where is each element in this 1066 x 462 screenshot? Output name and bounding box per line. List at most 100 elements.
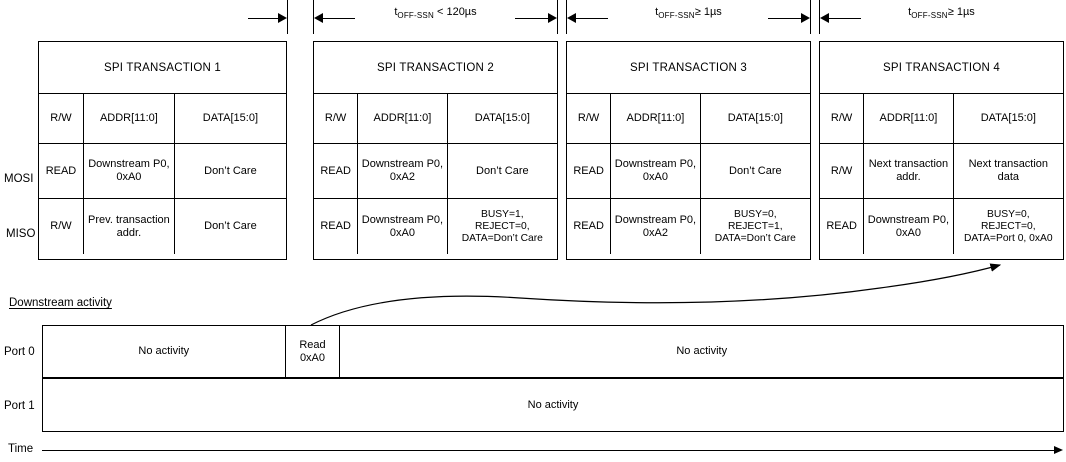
time-axis-line	[42, 450, 1055, 451]
port-1-row: No activity	[42, 378, 1064, 432]
timing-header: tOFF-SSN < 120µs tOFF-SSN≥ 1µs tOFF-SSN≥…	[0, 0, 1066, 38]
callout-arrow-path	[310, 263, 1002, 326]
column-header-data: DATA[15:0]	[474, 112, 530, 124]
column-header-data: DATA[15:0]	[980, 112, 1036, 124]
column-header-addr: ADDR[11:0]	[358, 94, 448, 143]
signal-label-mosi: MOSI	[4, 173, 34, 185]
miso-data-cell: BUSY=0, REJECT=0, DATA=Port 0, 0xA0	[964, 208, 1053, 244]
timing-label-3: tOFF-SSN≥ 1µs	[819, 6, 1064, 22]
mosi-row: R/W Next transaction addr. Next transact…	[820, 144, 1063, 199]
timing-tick-right	[810, 0, 811, 34]
transaction-title: SPI TRANSACTION 2	[314, 42, 557, 94]
mosi-rw-cell: READ	[39, 144, 84, 198]
timing-tick	[287, 0, 288, 34]
mosi-data-cell: Don’t Care	[204, 164, 257, 177]
timing-arrowhead-right	[278, 13, 287, 23]
transaction-title: SPI TRANSACTION 3	[567, 42, 810, 94]
transaction-title: SPI TRANSACTION 4	[820, 42, 1063, 94]
port-1-label: Port 1	[4, 400, 35, 412]
mosi-addr-cell: Downstream P0, 0xA0	[84, 144, 175, 198]
timing-label-2: tOFF-SSN≥ 1µs	[566, 6, 811, 22]
timing-gap-2: tOFF-SSN≥ 1µs	[566, 0, 811, 38]
timing-gap-0	[248, 0, 288, 38]
timing-arrow-line-a	[576, 18, 608, 19]
timing-arrow-line-a	[323, 18, 355, 19]
column-header-rw: R/W	[39, 94, 84, 143]
column-header-rw: R/W	[567, 94, 612, 143]
column-header-rw: R/W	[314, 94, 359, 143]
timing-arrowhead-right	[548, 13, 557, 23]
port-0-row: No activity Read 0xA0 No activity	[42, 325, 1064, 378]
miso-rw-cell: READ	[820, 199, 865, 254]
mosi-row: READ Downstream P0, 0xA0 Don’t Care	[39, 144, 286, 199]
miso-addr-cell: Downstream P0, 0xA0	[864, 199, 954, 254]
timing-tick-left	[313, 0, 314, 34]
spi-transaction-3: SPI TRANSACTION 3 R/W ADDR[11:0] DATA[15…	[566, 41, 811, 260]
port-1-segment-no-activity: No activity	[527, 398, 579, 411]
timing-label-cond: ≥ 1µs	[947, 6, 975, 18]
timing-label-t: t	[908, 6, 912, 18]
mosi-addr-cell: Downstream P0, 0xA2	[358, 144, 448, 198]
miso-addr-cell: Downstream P0, 0xA2	[611, 199, 701, 254]
miso-data-cell: Don’t Care	[204, 220, 257, 232]
timing-arrow-line-b	[515, 18, 549, 19]
column-header-data: DATA[15:0]	[202, 112, 259, 124]
timing-arrow-line-a	[829, 18, 861, 19]
spi-transaction-2: SPI TRANSACTION 2 R/W ADDR[11:0] DATA[15…	[313, 41, 558, 260]
miso-rw-cell: READ	[314, 199, 359, 254]
transaction-title: SPI TRANSACTION 1	[39, 42, 286, 94]
downstream-activity-title: Downstream activity	[9, 297, 112, 309]
miso-data-cell: BUSY=0, REJECT=1, DATA=Don’t Care	[714, 208, 796, 244]
mosi-data-cell: Don’t Care	[729, 164, 782, 177]
timing-arrowhead-right	[801, 13, 810, 23]
timing-arrow-line-b	[768, 18, 802, 19]
timing-label-t: t	[394, 6, 398, 18]
signal-label-miso: MISO	[6, 228, 36, 240]
miso-rw-cell: READ	[567, 199, 612, 254]
timing-label-subscript: OFF-SSN	[658, 11, 695, 21]
port-0-segment-read: Read 0xA0	[286, 326, 341, 377]
column-header-addr: ADDR[11:0]	[864, 94, 954, 143]
timing-gap-1: tOFF-SSN < 120µs	[313, 0, 558, 38]
column-header-row: R/W ADDR[11:0] DATA[15:0]	[314, 94, 557, 144]
time-axis-arrowhead	[1054, 446, 1063, 454]
mosi-row: READ Downstream P0, 0xA2 Don’t Care	[314, 144, 557, 199]
mosi-addr-cell: Next transaction addr.	[864, 144, 954, 198]
miso-row: READ Downstream P0, 0xA2 BUSY=0, REJECT=…	[567, 199, 810, 254]
mosi-rw-cell: R/W	[820, 144, 865, 198]
timing-label-subscript: OFF-SSN	[397, 11, 434, 21]
column-header-row: R/W ADDR[11:0] DATA[15:0]	[567, 94, 810, 144]
column-header-rw: R/W	[820, 94, 865, 143]
miso-addr-cell: Downstream P0, 0xA0	[358, 199, 448, 254]
mosi-row: READ Downstream P0, 0xA0 Don’t Care	[567, 144, 810, 199]
mosi-addr-cell: Downstream P0, 0xA0	[611, 144, 701, 198]
timing-arrowhead-left	[567, 13, 576, 23]
timing-label-subscript: OFF-SSN	[911, 11, 948, 21]
timing-label-t: t	[655, 6, 659, 18]
column-header-addr: ADDR[11:0]	[611, 94, 701, 143]
timing-tick-left	[566, 0, 567, 34]
timing-label-1: tOFF-SSN < 120µs	[313, 6, 558, 22]
timing-label-cond: ≥ 1µs	[694, 6, 722, 18]
timing-gap-3: tOFF-SSN≥ 1µs	[819, 0, 1064, 38]
timing-arrowhead-left	[314, 13, 323, 23]
mosi-rw-cell: READ	[314, 144, 359, 198]
spi-transaction-1: SPI TRANSACTION 1 R/W ADDR[11:0] DATA[15…	[38, 41, 287, 260]
miso-rw-cell: R/W	[39, 199, 84, 254]
miso-row: READ Downstream P0, 0xA0 BUSY=1, REJECT=…	[314, 199, 557, 254]
port-0-segment-no-activity-1: No activity	[43, 326, 286, 377]
miso-row: R/W Prev. transaction addr. Don’t Care	[39, 199, 286, 254]
timing-label-cond: < 120µs	[433, 6, 477, 18]
timing-arrowhead-left	[820, 13, 829, 23]
miso-addr-cell: Prev. transaction addr.	[84, 199, 175, 254]
port-0-segment-no-activity-2: No activity	[676, 345, 728, 357]
column-header-addr: ADDR[11:0]	[84, 94, 175, 143]
timing-arrow-line	[248, 18, 279, 19]
mosi-rw-cell: READ	[567, 144, 612, 198]
port-0-label: Port 0	[4, 346, 35, 358]
timing-tick-left	[819, 0, 820, 34]
miso-data-cell: BUSY=1, REJECT=0, DATA=Don’t Care	[461, 208, 543, 244]
column-header-row: R/W ADDR[11:0] DATA[15:0]	[820, 94, 1063, 144]
timing-tick-right	[557, 0, 558, 34]
